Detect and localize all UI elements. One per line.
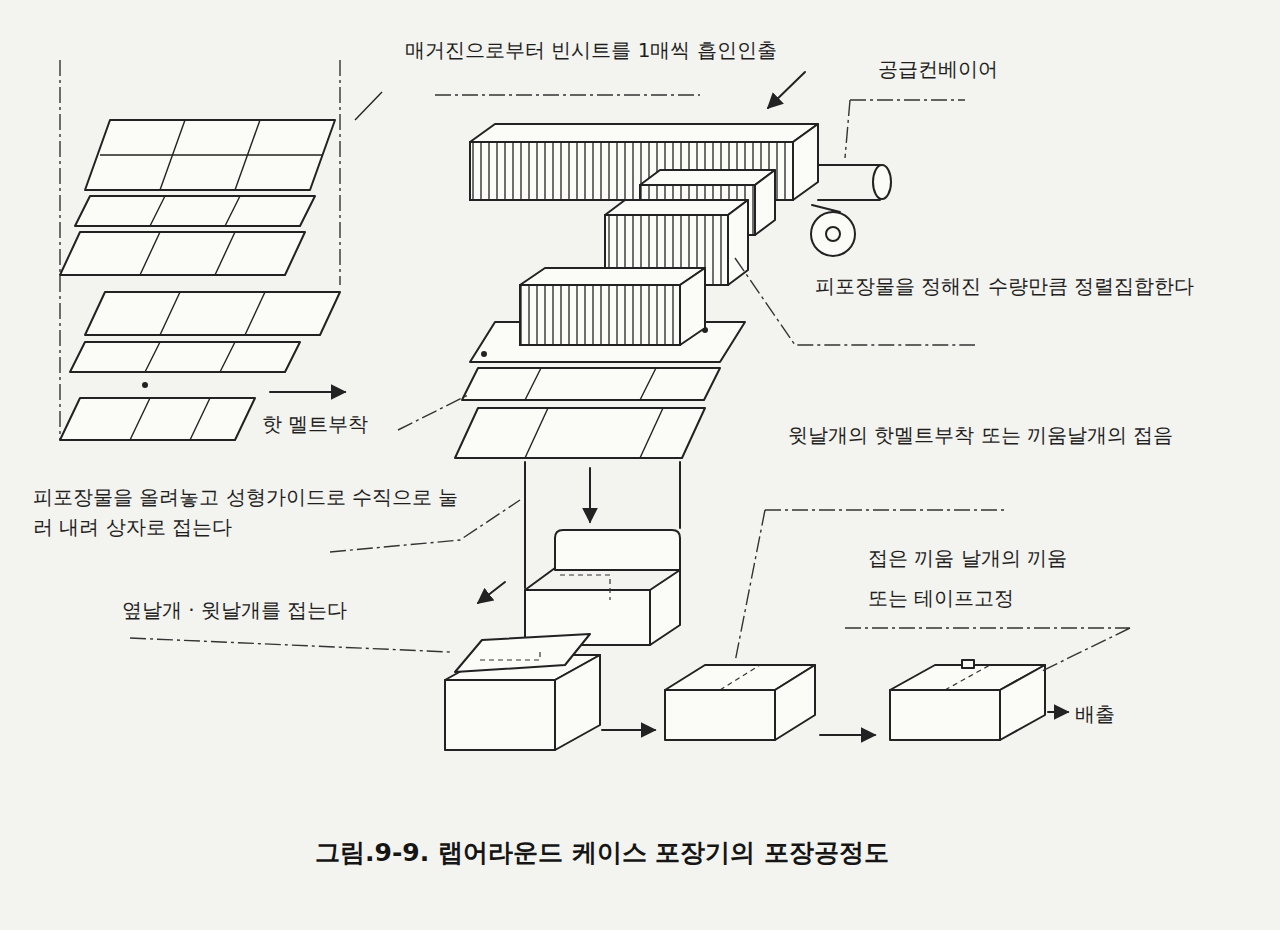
flap-seam: [945, 665, 990, 690]
leader-line: [130, 638, 450, 652]
stack-top: [470, 124, 818, 142]
blank-with-products: [455, 268, 745, 458]
forming-guide: [679, 462, 681, 528]
fold-line: [160, 292, 180, 335]
fold-line: [145, 342, 160, 372]
flow-arrow: [270, 391, 345, 393]
blank-exploded-upper: [60, 60, 382, 440]
blank-sheet: [60, 398, 255, 440]
stack-side: [793, 124, 818, 200]
conveyor-belt: [818, 165, 880, 200]
leader-line: [845, 628, 1130, 672]
fold-line: [225, 196, 240, 226]
tuck-tab: [962, 660, 974, 668]
leader-line: [735, 258, 975, 345]
blank-sheet: [70, 342, 300, 372]
annotation-label: 피포장물을 정해진 수량만큼 정렬집합한다: [815, 262, 1255, 310]
fold-line: [150, 196, 165, 226]
stack-front: [520, 285, 680, 345]
case-side: [1000, 665, 1045, 740]
forming-case: [525, 530, 680, 645]
forming-guide: [524, 462, 526, 588]
stack-top: [520, 268, 705, 285]
conveyor-roller: [811, 212, 855, 256]
fold-line: [100, 154, 322, 155]
annotation-label: 피포장물을 올려놓고 성형가이드로 수직으로 눌러 내려 상자로 접는다: [33, 482, 473, 542]
glue-dot: [481, 351, 487, 357]
guide-line: [355, 92, 382, 120]
flow-arrow: [602, 729, 655, 731]
stack-top: [605, 200, 748, 215]
conveyor-belt: [812, 205, 840, 212]
annotation-label: 핫 멜트부착: [262, 410, 368, 438]
leader-line: [398, 395, 468, 430]
fold-line: [130, 398, 150, 440]
fold-line: [220, 342, 235, 372]
guide-line: [339, 60, 340, 285]
flow-arrow: [589, 468, 591, 522]
case-glued: [665, 665, 815, 740]
fold-line: [525, 368, 541, 400]
fold-line: [245, 292, 265, 335]
fold-line: [140, 232, 160, 275]
blank-sheet: [75, 196, 315, 226]
leader-line: [845, 100, 965, 158]
guide-line: [59, 60, 60, 440]
annotation-label: 접은 끼움 날개의 끼움 또는 테이프고정: [868, 538, 1083, 618]
stack-side: [728, 200, 748, 285]
fold-line: [525, 408, 548, 458]
blank-sheet: [85, 120, 335, 190]
annotation-label: 옆날개 · 윗날개를 접는다: [122, 596, 347, 624]
case-flaps-folding: [445, 634, 600, 750]
stack-side: [680, 268, 705, 345]
infeed-conveyor: [811, 165, 891, 256]
stack-top: [640, 170, 775, 185]
case-side: [555, 655, 600, 750]
blank-sheet: [85, 292, 340, 335]
hidden-line: [480, 648, 540, 660]
leader-line: [435, 94, 700, 95]
annotation-label: 공급컨베이어: [878, 55, 998, 83]
case-side: [775, 665, 815, 740]
fold-line: [640, 408, 663, 458]
figure-caption: 그림.9-9. 랩어라운드 케이스 포장기의 포장공정도: [315, 836, 889, 869]
blank-sheet: [60, 232, 305, 275]
case-side: [650, 570, 680, 645]
blank-sheet: [455, 408, 705, 458]
flap-seam: [720, 665, 760, 690]
flow-arrow: [820, 734, 875, 736]
case-front: [445, 680, 555, 750]
annotation-label: 윗날개의 핫멜트부착 또는 끼움날개의 접음: [788, 415, 1193, 455]
hidden-line: [560, 575, 610, 600]
fold-line: [215, 232, 235, 275]
flow-arrow: [1048, 711, 1068, 713]
case-flap: [455, 634, 590, 672]
case-front: [890, 690, 1000, 740]
stack-side: [755, 170, 775, 235]
roller-axle: [826, 227, 840, 241]
case-back-panel: [555, 530, 680, 570]
pointer-arrow: [478, 582, 505, 603]
glue-dot: [142, 382, 148, 388]
pointer-arrow: [768, 72, 805, 108]
blank-sheet: [462, 368, 720, 400]
conveyor-roller: [873, 165, 891, 199]
annotation-label: 매거진으로부터 빈시트를 1매씩 흡인인출: [405, 36, 777, 64]
case-finished: [890, 660, 1045, 740]
fold-line: [640, 368, 656, 400]
annotation-label: 배출: [1075, 700, 1115, 728]
case-front: [665, 690, 775, 740]
fold-line: [190, 398, 210, 440]
case-edge: [525, 568, 555, 590]
